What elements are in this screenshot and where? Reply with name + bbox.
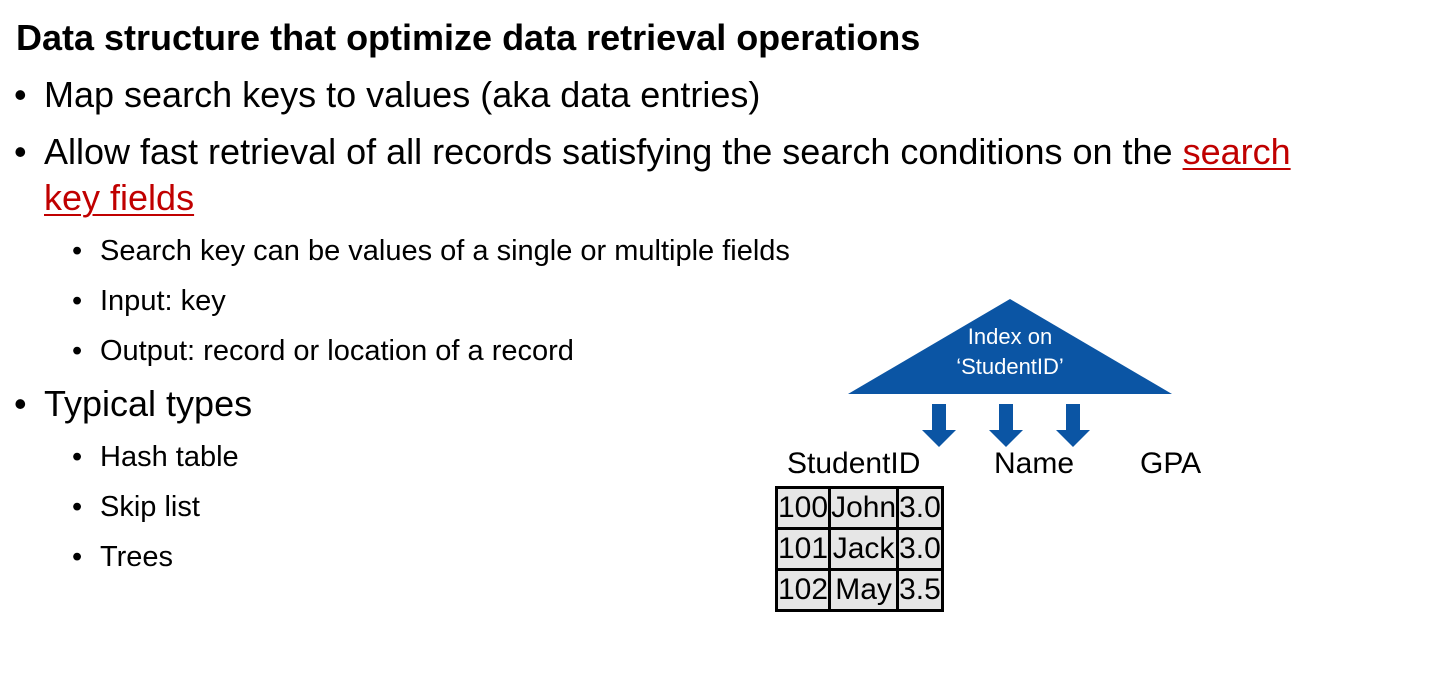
sub-bullet-input: • Input: key	[72, 282, 226, 320]
bullet-fast-retrieval: • Allow fast retrieval of all records sa…	[14, 129, 1291, 175]
bullet-dot: •	[14, 74, 27, 115]
down-arrow-icon	[1056, 404, 1090, 447]
search-key-fields-link[interactable]: search	[1182, 131, 1291, 172]
index-label-line1: Index on	[967, 324, 1053, 349]
type-skip-list: • Skip list	[72, 488, 200, 526]
column-header-name: Name	[994, 447, 1075, 480]
cell-gpa: 3.0	[896, 486, 944, 530]
cell-studentid: 100	[774, 486, 832, 530]
down-arrow-icon	[922, 404, 956, 447]
cell-studentid: 102	[774, 568, 832, 612]
column-header-studentid: StudentID	[787, 447, 921, 480]
column-header-gpa: GPA	[1140, 447, 1202, 480]
bullet-dot: •	[72, 441, 83, 473]
student-table: 100 John 3.0 101 Jack 3.0 102 May 3.5	[774, 486, 944, 612]
cell-gpa: 3.0	[896, 527, 944, 571]
cell-name: May	[828, 568, 900, 612]
sub-bullet-search-key: • Search key can be values of a single o…	[72, 232, 790, 270]
bullet-dot: •	[14, 131, 27, 172]
bullet-map-keys: • Map search keys to values (aka data en…	[14, 72, 761, 118]
bullet-text: Typical types	[44, 383, 253, 424]
cell-gpa: 3.5	[896, 568, 944, 612]
down-arrow-icon	[989, 404, 1023, 447]
cell-studentid: 101	[774, 527, 832, 571]
bullet-dot: •	[72, 285, 83, 317]
sub-bullet-text: Output: record or location of a record	[100, 335, 574, 367]
type-text: Hash table	[100, 441, 239, 473]
slide-title: Data structure that optimize data retrie…	[16, 17, 921, 58]
bullet-dot: •	[72, 235, 83, 267]
index-label-line2: ‘StudentID’	[956, 354, 1064, 379]
bullet-typical-types: • Typical types	[14, 381, 253, 427]
type-text: Skip list	[100, 491, 200, 523]
bullet-dot: •	[14, 383, 27, 424]
type-hash-table: • Hash table	[72, 438, 239, 476]
bullet-text: Allow fast retrieval of all records sati…	[44, 131, 1183, 172]
bullet-dot: •	[72, 335, 83, 367]
table-row: 102 May 3.5	[774, 568, 944, 612]
index-triangle	[848, 299, 1172, 394]
table-row: 100 John 3.0	[774, 486, 944, 530]
bullet-fast-retrieval-cont: key fields	[44, 175, 194, 221]
sub-bullet-output: • Output: record or location of a record	[72, 332, 574, 370]
table-row: 101 Jack 3.0	[774, 527, 944, 571]
search-key-fields-link-cont[interactable]: key fields	[44, 177, 195, 218]
cell-name: Jack	[828, 527, 900, 571]
bullet-text: Map search keys to values (aka data entr…	[44, 74, 761, 115]
type-trees: • Trees	[72, 538, 174, 576]
cell-name: John	[828, 486, 900, 530]
bullet-dot: •	[72, 491, 83, 523]
index-label: Index on ‘StudentID’	[932, 322, 1088, 382]
sub-bullet-text: Input: key	[100, 285, 226, 317]
type-text: Trees	[100, 541, 174, 573]
sub-bullet-text: Search key can be values of a single or …	[100, 235, 790, 267]
bullet-dot: •	[72, 541, 83, 573]
